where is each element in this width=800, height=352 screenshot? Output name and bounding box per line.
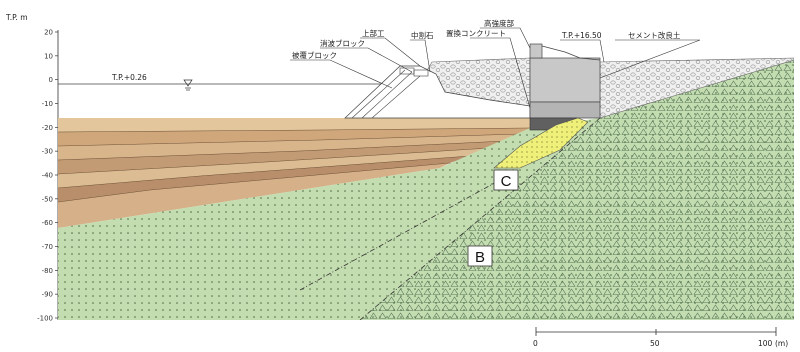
sand-layer [58,148,490,188]
caisson [529,43,601,131]
sand-layer [58,141,505,174]
high-strength-label: 高強度部 [484,18,514,28]
y-axis: T.P. m 20 10 0 -10 -20 -30 -40 -50 -60 -70 -80 -90 -… [5,13,59,323]
y-axis-tick-label: -10 [42,100,53,108]
cement-soil-label: セメント改良土 [628,30,681,40]
scale-tick-label: 0 [533,339,538,348]
y-axis-tick-label: 0 [49,76,53,84]
sand-layer [58,134,520,160]
water-level-marker [183,79,193,91]
y-axis-tick-label: -20 [42,124,53,132]
leader-lines [290,27,701,109]
zone-b-label: B [475,249,485,266]
cement-improved-soil [494,118,588,168]
gravel-fill-land [600,58,794,118]
zone-c-box: C [493,169,519,191]
y-axis-ticks: 20 10 0 -10 -20 -30 -40 -50 -60 -70 -80 -90 -100 [37,29,58,323]
sand-layer [58,118,530,132]
sand-layer [58,128,530,146]
y-axis-tick-label: -30 [42,148,53,156]
caisson-lower [529,101,601,119]
scale-unit-label: (m) [775,339,788,348]
y-axis-tick-label: 10 [44,52,53,60]
wave-block-label: 消波ブロック [320,38,365,48]
armor-block-label: 被覆ブロック [292,50,337,60]
gravel-fill [420,58,530,106]
armor-block-lines [351,67,429,119]
y-axis-tick-label: -90 [42,291,53,299]
scale-tick-label: 100 [758,339,773,348]
top-level-label: T.P.+16.50 [561,31,602,40]
y-axis-tick-label: -70 [42,243,53,251]
y-axis-unit-label: T.P. m [5,13,28,22]
upper-crown-label: 上部工 [362,28,385,38]
replace-concrete-label: 置換コンクリート [446,28,506,38]
zone-b-box: B [467,245,493,267]
zone-c-label: C [501,173,512,190]
sand-layer [58,156,470,202]
y-axis-tick-label: -50 [42,195,53,203]
water-level-label: T.P.+0.26 [111,73,147,82]
y-axis-tick-label: -80 [42,267,53,275]
layer-boundaries [58,127,531,203]
parapet [541,45,601,61]
fault-line [299,179,501,291]
rubble-label: 中割石 [411,30,434,40]
scale-bar: 0 50 100 (m) [533,327,788,348]
y-axis-tick-label: -40 [42,172,53,180]
high-strength-part [529,43,543,59]
annotation-labels: T.P.+0.26 被覆ブロック 消波ブロック 上部工 中割石 置換コンクリート… [111,18,681,82]
zone-b-boundary [359,117,601,320]
y-axis-tick-label: -100 [37,315,53,323]
scale-tick-label: 50 [650,339,660,348]
y-axis-tick-label: -60 [42,219,53,227]
caisson-upper [529,57,601,103]
section-body [58,43,794,320]
y-axis-tick-label: 20 [44,29,53,37]
sand-layer [58,163,450,228]
